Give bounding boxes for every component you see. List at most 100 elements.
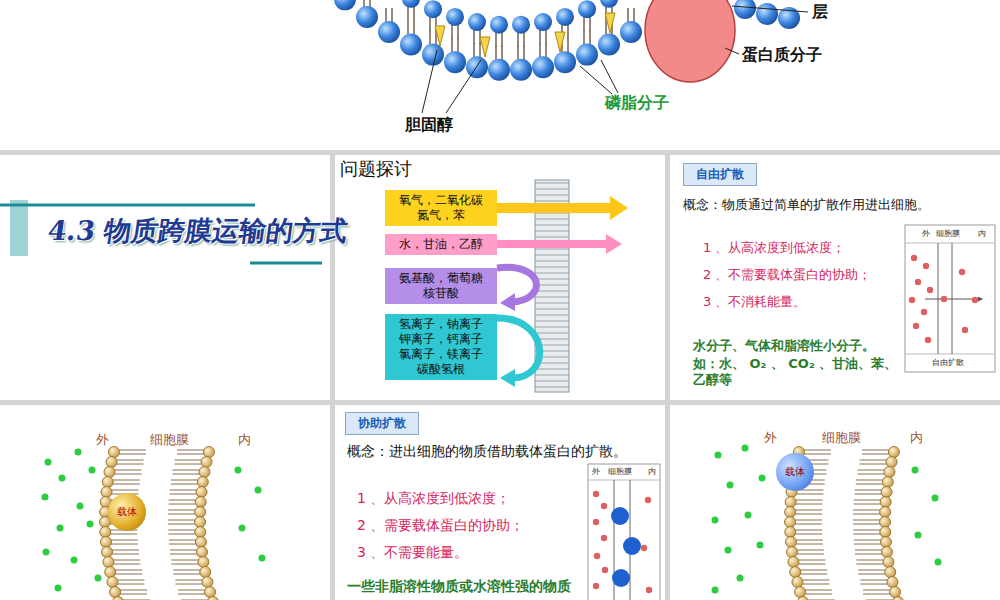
side-label: 外 [96,432,109,448]
slide-panel [0,405,330,600]
solute-dot [645,497,651,503]
lipid-head [105,567,116,578]
lipid-tail [798,560,825,561]
lipid-head [107,577,118,588]
mini-divider [905,243,995,244]
arrow-head [500,293,515,311]
lipid-tail [856,480,883,481]
node-text: 氧气，二氧化碳 氮气，苯 [389,193,493,223]
solute-dot [759,475,766,482]
lipid-tail [111,544,138,545]
lipid-tail [114,474,141,475]
lipid-tail [175,580,202,581]
cholesterol [435,26,445,46]
cell-membrane [100,447,219,600]
lipid-tail [858,570,885,571]
lipid-head [356,6,378,28]
lipid-tail [796,540,823,541]
lipid-head [885,567,896,578]
solute-dot [745,512,752,519]
node-text: 载体 [785,466,805,479]
lipid-head [195,537,206,548]
lipid-head [110,587,121,598]
lipid-tail [120,590,147,591]
decor-line [0,204,255,207]
lipid-tail [112,550,139,551]
lipid-tail [171,480,198,481]
part-label: 胆固醇 [405,115,453,135]
lipid-head [510,59,532,81]
lipid-head [196,547,207,558]
substance-box: 氨基酸，葡萄糖 核苷酸 [385,268,497,304]
solute-dot [594,553,600,559]
lipid-tail [113,484,140,485]
blocked-arrow [497,318,540,378]
solute-dot [255,487,262,494]
node-text: 自由扩散 [688,167,752,182]
concept-text: 概念：进出细胞的物质借助载体蛋白的扩散。 [347,443,627,460]
solute-dot [915,279,921,285]
feature-item: 3 、不需要能量。 [357,544,468,562]
lipid-tail [853,534,880,535]
solute-dot [757,542,764,549]
phospholipid-bilayer [334,0,800,81]
lipid-tail [853,524,880,525]
solute-dot [727,482,734,489]
lipid-tail [170,554,197,555]
lipid-head [798,597,809,600]
side-label: 细胞膜 [822,430,861,446]
lipid-tail [171,564,198,565]
solute-dots [42,445,942,594]
lipid-head [620,21,642,43]
lipid-head [600,0,618,8]
node-text: 载体 [117,506,137,519]
solute-dot [89,467,96,474]
solute-dot [921,309,927,315]
cell-membrane [785,447,904,600]
lipid-tail [119,454,146,455]
mini-carrier [611,507,629,525]
lipid-head [334,0,356,10]
lipid-tail [173,574,200,575]
lipid-head [100,537,111,548]
lipid-tail [858,574,885,575]
decor-line [250,262,322,265]
carrier-protein: 载体 [776,453,814,491]
lipid-head [880,517,891,528]
node-text: 水，甘油，乙醇 [389,237,493,252]
lipid-tail [795,510,822,511]
lipid-tail [802,580,829,581]
lipid-tail [862,450,889,451]
lipid-head [734,0,756,19]
lipid-tail [862,454,889,455]
lipid-tail [853,530,880,531]
lipid-tail [853,514,880,515]
solute-dot [235,467,242,474]
mini-label: 外 [592,467,600,477]
side-label: 内 [910,430,923,446]
mini-divider [905,354,995,355]
lipid-tail [795,530,822,531]
solute-dot [737,575,744,582]
mini-diagram [588,464,660,600]
lipid-head [205,587,216,598]
lipid-tail [804,454,831,455]
solute-dot [962,327,968,333]
lipid-tail [113,480,140,481]
solute-dot [725,547,732,554]
mini-label: 内 [648,467,656,477]
lipid-head [103,557,114,568]
section-tag: 自由扩散 [683,163,757,186]
mini-carrier [623,537,641,555]
lipid-tail [795,520,822,521]
lipid-tail [169,544,196,545]
solute-dots [593,491,652,593]
solute-dot [972,297,978,303]
lipid-head [882,477,893,488]
lipid-tail [178,594,205,595]
lipid-tail [119,450,146,451]
lipid-tail [804,450,831,451]
protein-molecule [645,0,735,82]
solute-dot [59,475,66,482]
lipid-head [785,497,796,508]
